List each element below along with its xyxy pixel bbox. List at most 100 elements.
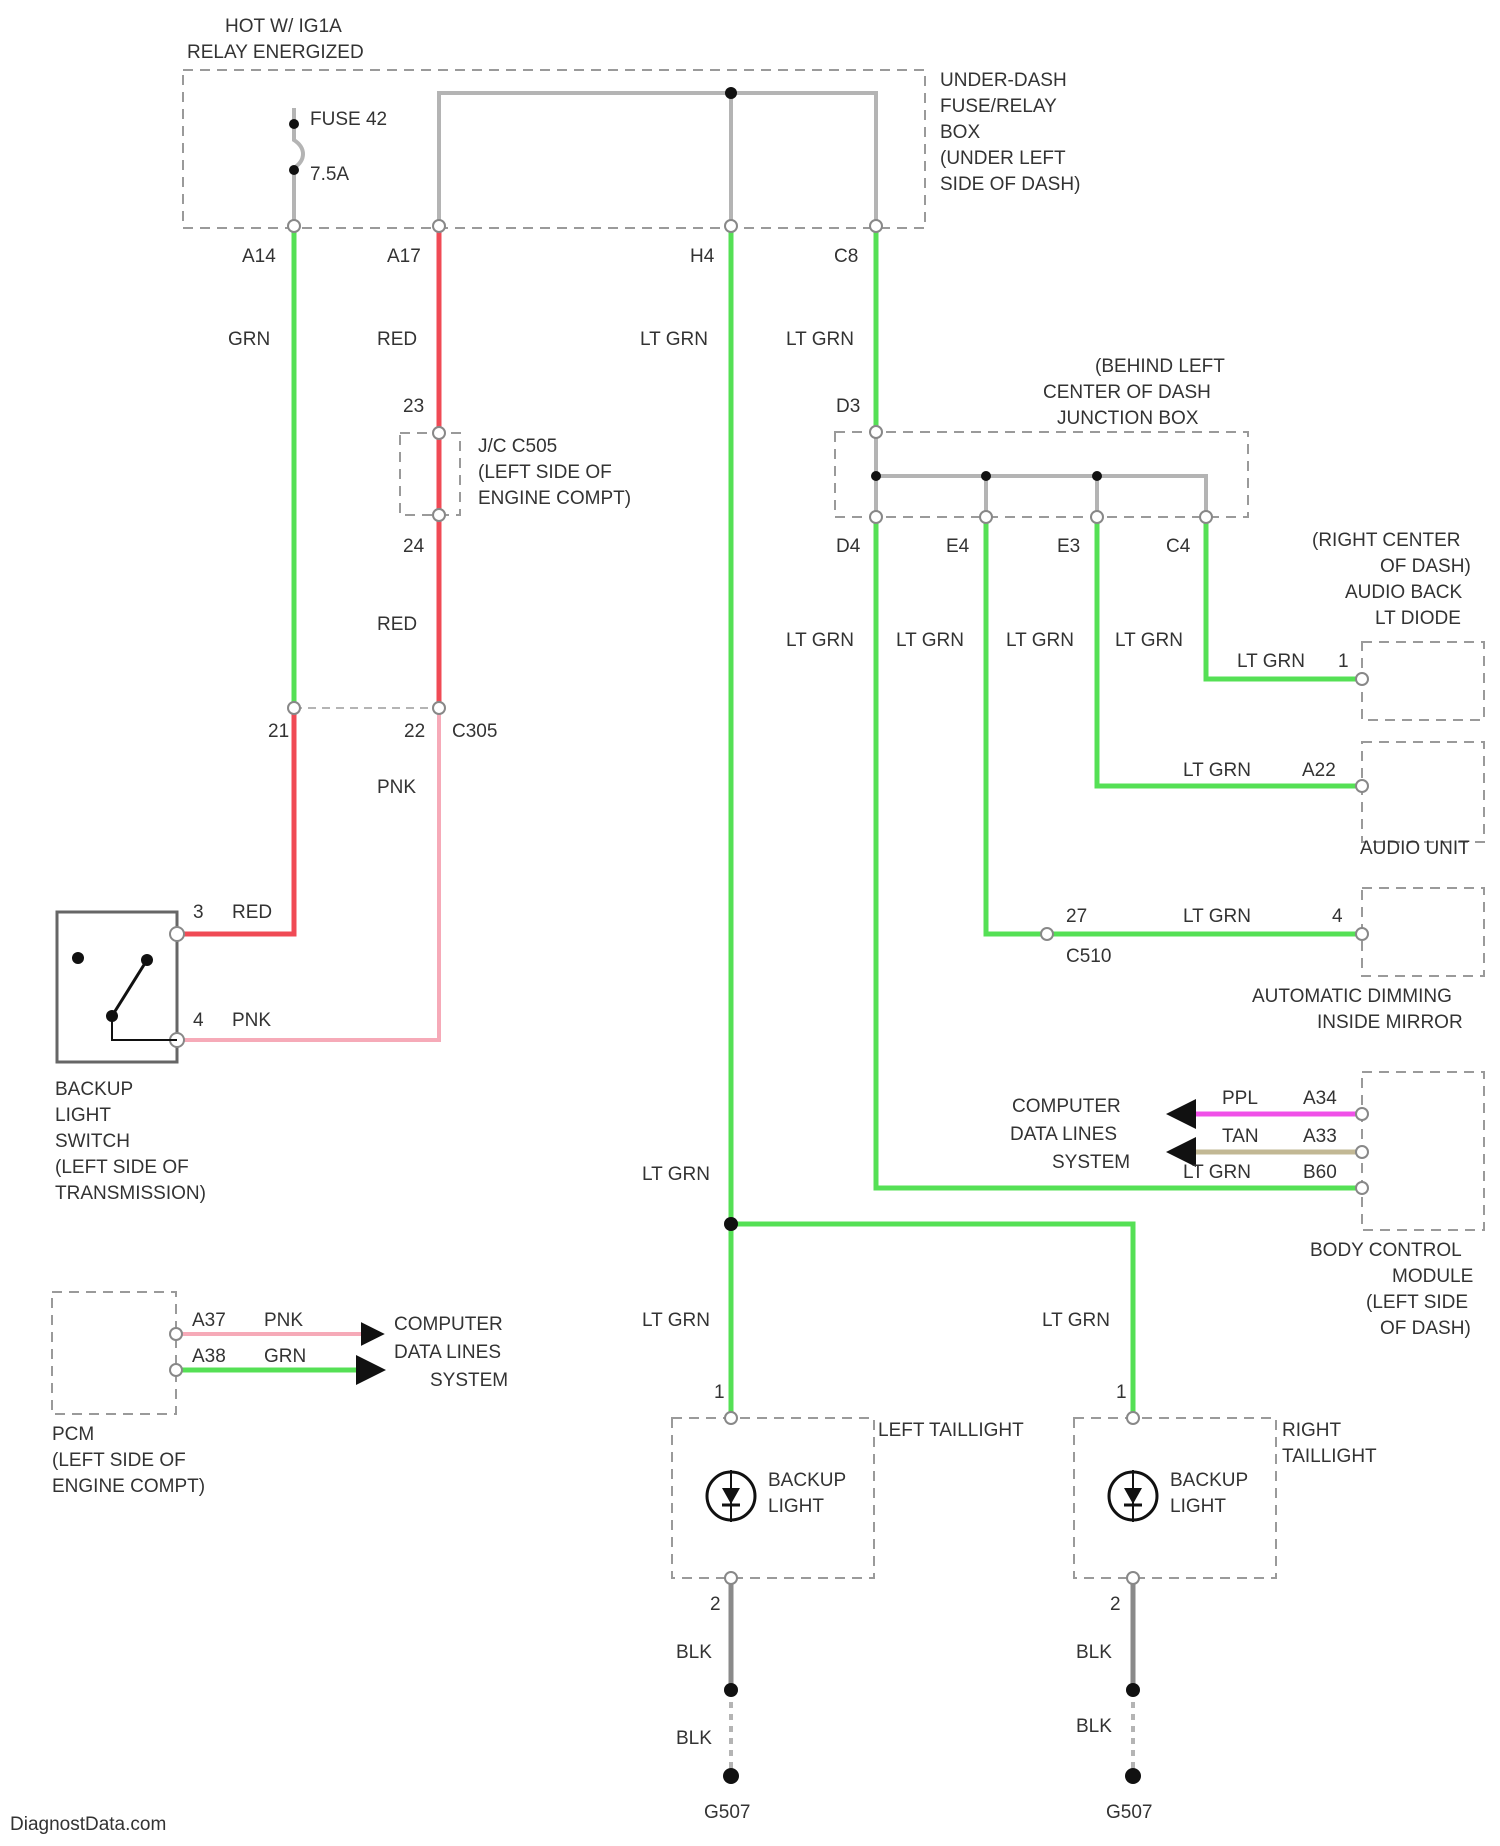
jb-terminal-c4: C4 (1166, 536, 1191, 557)
label-ltgrn-right: LT GRN (1042, 1310, 1110, 1331)
jb-terminal-d3: D3 (836, 396, 860, 417)
top-note-line1: HOT W/ IG1A (225, 16, 342, 37)
underdash-label-4: (UNDER LEFT (940, 148, 1066, 169)
jc-c505-box (400, 433, 460, 515)
underdash-label-5: SIDE OF DASH) (940, 174, 1080, 195)
terminal-a17: A17 (387, 246, 421, 267)
fuse-terminal (289, 119, 299, 129)
mirror-label-1: AUTOMATIC DIMMING (1252, 986, 1452, 1007)
left-lamp-2: LIGHT (768, 1496, 824, 1517)
c305-pin-left: 21 (268, 721, 289, 742)
audio-pin: A22 (1302, 760, 1336, 781)
diode-label-1: (RIGHT CENTER (1312, 530, 1460, 551)
bcm-pin-a33: A33 (1303, 1126, 1337, 1147)
diode-pin: 1 (1338, 651, 1349, 672)
mirror-box (1362, 888, 1484, 976)
bcm-data-3: SYSTEM (1052, 1152, 1130, 1173)
bcm-pin-b60: B60 (1303, 1162, 1337, 1183)
label-ltgrn-trunk: LT GRN (642, 1164, 710, 1185)
fuse-terminal (289, 165, 299, 175)
bcm-label-3: (LEFT SIDE (1366, 1292, 1468, 1313)
label-ltgrn-d4: LT GRN (786, 630, 854, 651)
mirror-label-2: INSIDE MIRROR (1317, 1012, 1463, 1033)
audio-wire-label: LT GRN (1183, 760, 1251, 781)
underdash-label-2: FUSE/RELAY (940, 96, 1057, 117)
bcm-ltgrn-label: LT GRN (1183, 1162, 1251, 1183)
switch-label-5: TRANSMISSION) (55, 1183, 206, 1204)
right-taillight-2: TAILLIGHT (1282, 1446, 1377, 1467)
terminal-h4: H4 (690, 246, 715, 267)
junction-bus (876, 432, 1206, 517)
pcm-label-1: PCM (52, 1424, 94, 1445)
bcm-ppl-label: PPL (1222, 1088, 1258, 1109)
label-pnk: PNK (377, 777, 416, 798)
jb-label-3: JUNCTION BOX (1057, 408, 1199, 429)
diode-label-2: OF DASH) (1380, 556, 1471, 577)
right-pin-2: 2 (1110, 1594, 1121, 1615)
bcm-label-4: OF DASH) (1380, 1318, 1471, 1339)
fuse-name: FUSE 42 (310, 109, 387, 130)
diode-label-4: LT DIODE (1375, 608, 1461, 629)
left-lamp-1: BACKUP (768, 1470, 846, 1491)
terminal-a14: A14 (242, 246, 276, 267)
ground-icon (723, 1768, 739, 1784)
pcm-label-3: ENGINE COMPT) (52, 1476, 205, 1497)
audio-unit-box (1362, 742, 1484, 842)
right-lamp-2: LIGHT (1170, 1496, 1226, 1517)
jc-label-2: (LEFT SIDE OF (478, 462, 612, 483)
audio-diode-box (1362, 642, 1484, 720)
jb-terminal-d4: D4 (836, 536, 861, 557)
splice-node (725, 87, 737, 99)
wire-switch-pnk (177, 708, 439, 1040)
bulb-icon (1109, 1470, 1157, 1522)
left-ground: G507 (704, 1802, 750, 1823)
label-ltgrn-h4: LT GRN (640, 329, 708, 350)
pcm-data-2: DATA LINES (394, 1342, 501, 1363)
mirror-connector-pin: 27 (1066, 906, 1087, 927)
wire-e4-mirror (986, 517, 1362, 934)
switch-label-3: SWITCH (55, 1131, 130, 1152)
bcm-tan-label: TAN (1222, 1126, 1259, 1147)
bulb-icon (707, 1470, 755, 1522)
label-ltgrn-c4: LT GRN (1115, 630, 1183, 651)
right-blk-1: BLK (1076, 1642, 1112, 1663)
pcm-box (52, 1292, 176, 1414)
underdash-bus (439, 93, 876, 226)
c305-name: C305 (452, 721, 497, 742)
pcm-pin-a38: A38 (192, 1346, 226, 1367)
left-blk-1: BLK (676, 1642, 712, 1663)
label-red: RED (377, 329, 417, 350)
pcm-data-1: COMPUTER (394, 1314, 503, 1335)
top-note-line2: RELAY ENERGIZED (187, 42, 364, 63)
label-ltgrn-e3: LT GRN (1006, 630, 1074, 651)
label-ltgrn-left: LT GRN (642, 1310, 710, 1331)
jc-pin-bottom: 24 (403, 536, 425, 557)
bcm-data-2: DATA LINES (1010, 1124, 1117, 1145)
right-pin-1: 1 (1116, 1382, 1127, 1403)
audio-unit-label: AUDIO UNIT (1360, 838, 1470, 859)
left-taillight-title: LEFT TAILLIGHT (878, 1420, 1024, 1441)
splice-node (981, 471, 991, 481)
jc-pin-top: 23 (403, 396, 424, 417)
bcm-box (1362, 1072, 1484, 1230)
pcm-data-3: SYSTEM (430, 1370, 508, 1391)
bcm-data-1: COMPUTER (1012, 1096, 1121, 1117)
bcm-label-1: BODY CONTROL (1310, 1240, 1462, 1261)
jb-terminal-e3: E3 (1057, 536, 1080, 557)
splice-node (1092, 471, 1102, 481)
pcm-grn-label: GRN (264, 1346, 306, 1367)
splice-node (1126, 1683, 1140, 1697)
watermark: DiagnostData.com (10, 1814, 166, 1835)
c305-pin-right: 22 (404, 721, 425, 742)
right-lamp-1: BACKUP (1170, 1470, 1248, 1491)
fuse-rating: 7.5A (310, 164, 349, 185)
label-ltgrn-c8: LT GRN (786, 329, 854, 350)
mirror-pin: 4 (1332, 906, 1343, 927)
left-blk-2: BLK (676, 1728, 712, 1749)
jb-label-1: (BEHIND LEFT (1095, 356, 1225, 377)
splice-node (871, 471, 881, 481)
diode-label-3: AUDIO BACK (1345, 582, 1463, 603)
switch-label-4: (LEFT SIDE OF (55, 1157, 189, 1178)
wire-e3-audio (1097, 517, 1362, 786)
